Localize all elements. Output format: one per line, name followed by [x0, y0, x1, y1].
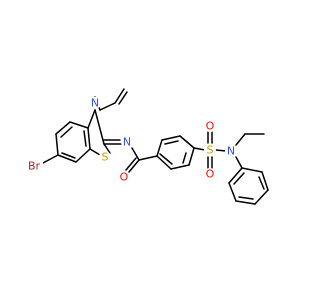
bond-ring2-1 [156, 139, 163, 157]
atom-o-sulfonyl-bottom: O [204, 168, 216, 181]
bond-benz-6 [87, 127, 91, 150]
atom-label-o-carbonyl: O [120, 171, 129, 184]
bond-co-2 [125, 157, 137, 171]
bond-ring2-inner-2 [182, 152, 187, 164]
bond-ph-3 [254, 189, 269, 205]
bond-ring2-6 [156, 155, 172, 170]
atom-o-sulfonyl-top: O [204, 120, 216, 133]
bond-s-c2 [103, 143, 111, 154]
atom-o-carbonyl: O [118, 171, 130, 184]
atom-label-o-sulfonyl-top: O [206, 120, 215, 133]
bond-benz-5 [75, 148, 91, 163]
bond-co-1 [128, 159, 140, 173]
bond-n-carbonyl [131, 147, 140, 161]
atom-label-br: Br [28, 160, 41, 173]
bond-ph-inner-3 [233, 172, 245, 185]
bond-ring2-3 [179, 135, 195, 149]
bond-benz-inner-3 [83, 130, 87, 147]
bond-s-n [215, 149, 227, 152]
bond-ph-2 [261, 171, 269, 191]
bond-ph-1 [241, 167, 263, 173]
bonds [42, 88, 269, 205]
bond-s-c7a [89, 148, 101, 156]
atom-label-n-sulfonamide: N [227, 145, 235, 158]
atom-n-sulfonamide: N [225, 145, 237, 158]
bond-n-c7a [87, 109, 96, 129]
atom-n-thiazole: N [89, 97, 101, 110]
bond-allyl-3b [118, 91, 128, 105]
bond-ph-4 [235, 200, 256, 205]
atom-s-thiazole: S [99, 151, 111, 164]
atom-label-s-sulfonyl: S [207, 144, 214, 157]
bond-ring2-5 [170, 164, 190, 170]
bond-benz-4 [57, 154, 77, 163]
bond-benz-inner-2 [61, 152, 76, 159]
bond-carbonyl-ring [138, 155, 158, 161]
atom-label-o-sulfonyl-bottom: O [206, 168, 215, 181]
bond-benz-3 [55, 133, 59, 156]
bond-ring-s [193, 147, 206, 151]
atom-br: Br [25, 159, 43, 173]
bond-ring2-2 [161, 135, 181, 141]
bond-ring2-inner-3 [159, 153, 173, 165]
atom-label-n-thiazole: N [91, 97, 99, 110]
bond-n-phenyl [235, 156, 243, 169]
molecule-structure: N S N O S O O N [25, 88, 269, 205]
bond-ring2-inner-1 [164, 140, 179, 145]
atom-s-sulfonyl: S [204, 144, 216, 157]
bond-n-ethyl-1 [235, 133, 246, 146]
bond-allyl-3 [114, 88, 125, 104]
bond-benz-1 [69, 121, 89, 129]
atom-label-n-imine: N [123, 136, 131, 149]
bond-n-c2 [94, 109, 105, 145]
bond-ph-6 [228, 167, 243, 184]
bond-benz-inner-1 [60, 126, 73, 138]
bond-benz-2 [55, 121, 71, 135]
bond-br [42, 154, 59, 164]
bond-ring2-4 [188, 147, 195, 166]
atom-n-imine: N [121, 136, 133, 149]
bond-ph-inner-1 [258, 176, 265, 190]
bond-ph-5 [228, 182, 237, 202]
atom-label-s-thiazole: S [102, 151, 109, 164]
bond-allyl-2 [99, 102, 116, 111]
bond-ph-inner-2 [238, 196, 254, 200]
atom-labels: N S N O S O O N [25, 97, 237, 184]
